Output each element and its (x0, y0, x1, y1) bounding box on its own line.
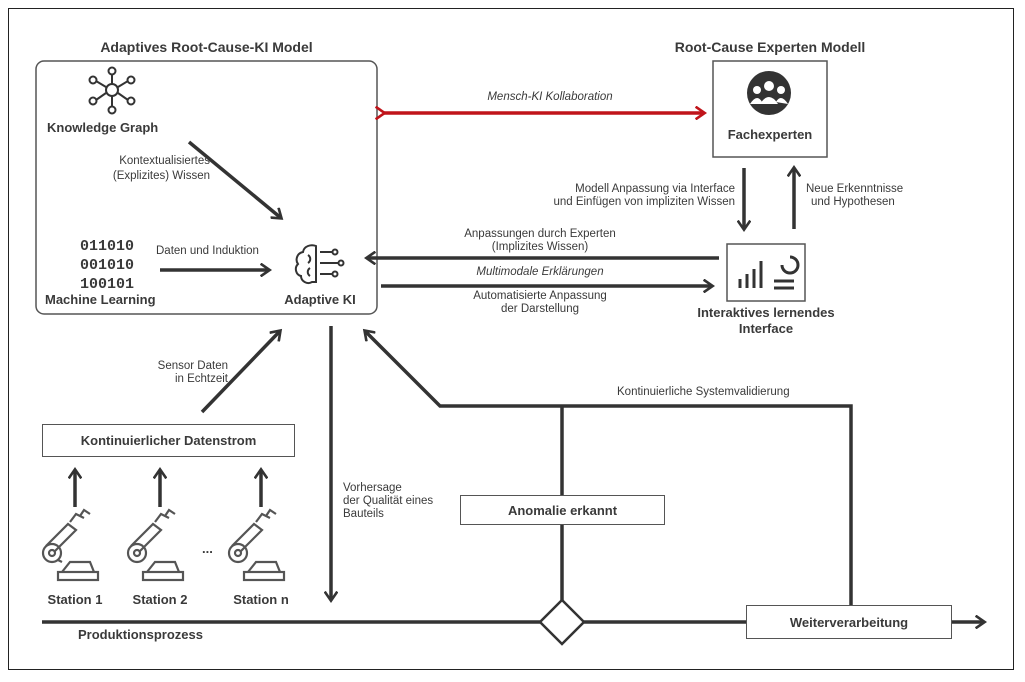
experts-icon (747, 71, 791, 115)
anomaly-label: Anomalie erkannt (507, 502, 618, 518)
new-insights-label-2: und Hypothesen (811, 196, 895, 208)
collaboration-label: Mensch-KI Kollaboration (487, 91, 613, 103)
prediction-label-1: Vorhersage (343, 482, 402, 494)
knowledge-graph-label: Knowledge Graph (47, 120, 159, 135)
interface-title-1: Interaktives lernendes (697, 305, 835, 320)
robot-arm-icon (227, 508, 286, 582)
sensor-label-2: in Echtzeit (174, 373, 228, 385)
expert-model-title: Root-Cause Experten Modell (674, 39, 866, 55)
model-adjustment-label-1: Modell Anpassung via Interface (575, 183, 735, 195)
auto-adjust-label-1: Automatisierte Anpassung (473, 290, 607, 302)
validation-arrow (365, 331, 853, 622)
prediction-label-2: der Qualität eines (343, 495, 434, 507)
binary-line-2: 001010 (80, 257, 135, 274)
robot-arm-icon (126, 508, 185, 582)
validation-label: Kontinuierliche Systemvalidierung (617, 386, 790, 398)
decision-diamond (538, 598, 586, 646)
ellipsis-label: ... (202, 541, 213, 556)
further-processing-box: Weiterverarbeitung (746, 605, 952, 639)
dashboard-chart-icon (738, 255, 800, 290)
contextualized-label-2: (Explizites) Wissen (112, 170, 210, 182)
expert-adjust-label-2: (Implizites Wissen) (491, 241, 589, 253)
expert-adjust-label-1: Anpassungen durch Experten (464, 228, 616, 240)
sensor-arrow (200, 331, 280, 414)
model-title: Adaptives Root-Cause-KI Model (100, 39, 313, 55)
knowledge-graph-icon (88, 66, 136, 115)
multimodal-label: Multimodale Erklärungen (476, 266, 604, 278)
prediction-label-3: Bauteils (343, 508, 384, 520)
interface-title-2: Interface (738, 321, 794, 336)
new-insights-label-1: Neue Erkenntnisse (806, 183, 904, 195)
data-stream-box: Kontinuierlicher Datenstrom (42, 424, 295, 457)
binary-line-3: 100101 (80, 276, 135, 293)
station-1-label: Station 1 (47, 592, 103, 607)
figure-frame (8, 8, 1014, 670)
sensor-label-1: Sensor Daten (157, 360, 228, 372)
model-adjustment-label-2: und Einfügen von impliziten Wissen (553, 196, 735, 208)
robot-arm-icon (41, 508, 100, 582)
process-label: Produktionsprozess (78, 627, 203, 642)
anomaly-box: Anomalie erkannt (460, 495, 665, 525)
auto-adjust-label-2: der Darstellung (501, 303, 579, 315)
binary-line-1: 011010 (80, 238, 135, 255)
data-stream-label: Kontinuierlicher Datenstrom (80, 433, 257, 448)
data-induction-label: Daten und Induktion (156, 245, 259, 257)
station-2-label: Station 2 (132, 592, 188, 607)
machine-learning-label: Machine Learning (45, 292, 156, 307)
experts-label: Fachexperten (727, 127, 813, 142)
contextualized-label-1: Kontextualisiertes (119, 155, 210, 167)
further-processing-label: Weiterverarbeitung (789, 614, 909, 630)
adaptive-ai-label: Adaptive KI (284, 292, 356, 307)
station-n-label: Station n (233, 592, 289, 607)
knowledge-arrow (187, 140, 281, 218)
model-box (35, 60, 378, 315)
adaptive-ai-icon (294, 244, 345, 285)
